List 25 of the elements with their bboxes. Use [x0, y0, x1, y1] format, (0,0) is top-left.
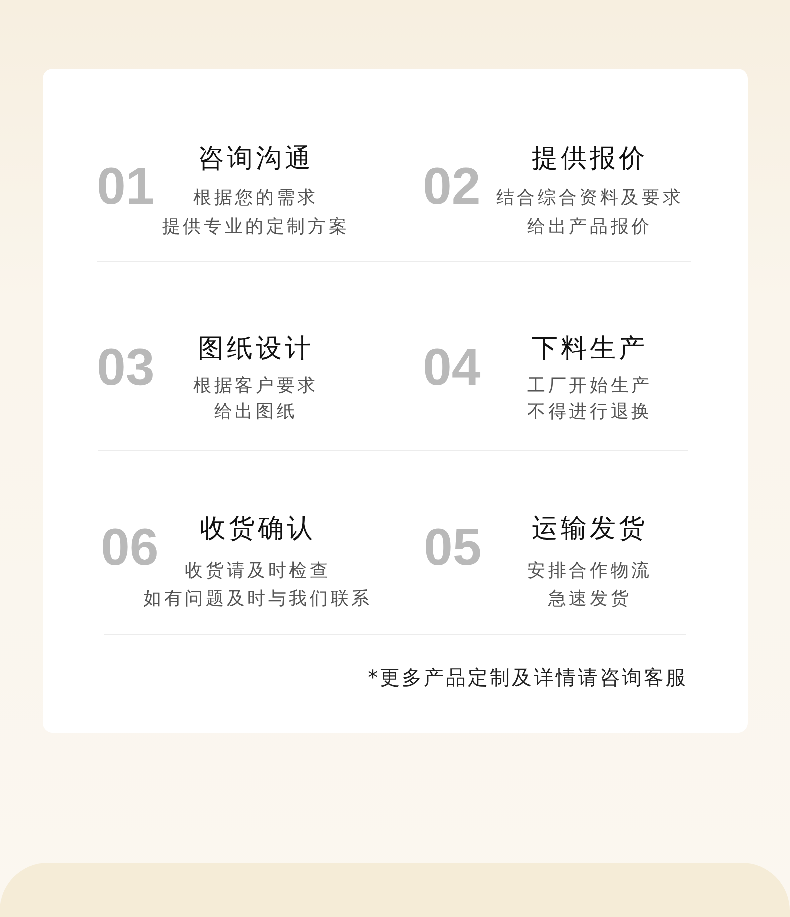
step-title: 运输发货	[532, 515, 648, 545]
step-title: 提供报价	[532, 145, 648, 175]
step-description: 结合综合资料及要求	[496, 188, 684, 210]
step-description: 根据客户要求	[194, 376, 318, 398]
step-description: 不得进行退换	[528, 402, 652, 424]
step-number: 05	[424, 522, 482, 574]
step-description: 工厂开始生产	[528, 376, 652, 398]
step-description: 提供专业的定制方案	[162, 218, 350, 238]
step-description: 如有问题及时与我们联系	[144, 590, 372, 610]
step-description: 收货请及时检查	[185, 562, 331, 582]
step-number: 04	[423, 342, 481, 394]
step-number: 01	[97, 161, 155, 213]
step-description: 安排合作物流	[528, 562, 652, 582]
step-title: 收货确认	[200, 515, 316, 545]
step-title: 咨询沟通	[198, 145, 314, 175]
step-number: 02	[423, 161, 481, 213]
step-number: 03	[97, 342, 155, 394]
step-title: 下料生产	[532, 335, 648, 365]
step-description: 给出产品报价	[528, 218, 652, 238]
step-description: 根据您的需求	[194, 188, 318, 210]
step-description: 急速发货	[548, 590, 632, 610]
footnote: *更多产品定制及详情请咨询客服	[368, 666, 688, 690]
step-description: 给出图纸	[214, 402, 298, 424]
step-title: 图纸设计	[198, 335, 314, 365]
step-number: 06	[101, 522, 159, 574]
